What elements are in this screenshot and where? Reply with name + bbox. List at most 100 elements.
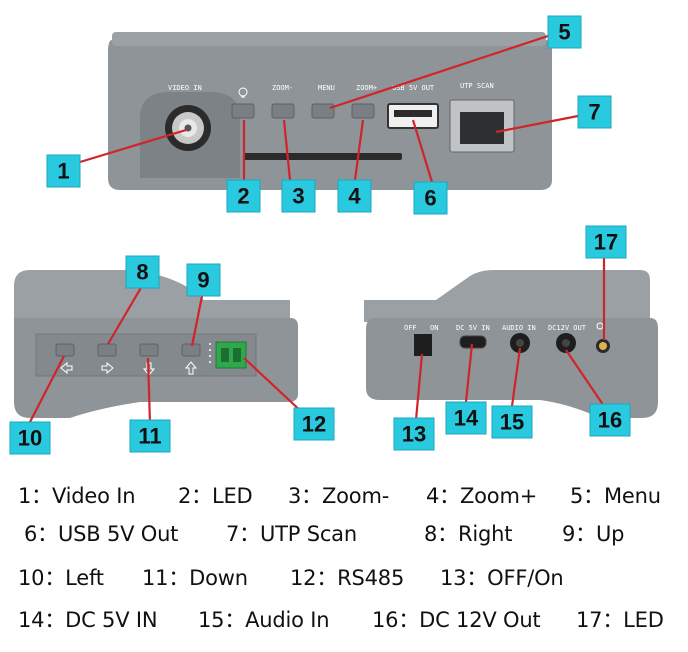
side-right-device-top xyxy=(364,270,650,322)
legend-row-1: 1：Video In 2：LED 3：Zoom- 4：Zoom+ 5：Menu xyxy=(0,480,688,520)
svg-text:13: 13 xyxy=(402,422,426,447)
top-device-top-ridge xyxy=(112,32,546,46)
led-icon xyxy=(238,87,248,98)
svg-text:9: 9 xyxy=(197,268,209,293)
label-audio-in: AUDIO IN xyxy=(502,324,536,332)
callout-line-5 xyxy=(329,34,549,110)
callout-line-14 xyxy=(464,343,474,403)
legend-item-14: 14：DC 5V IN xyxy=(18,608,158,632)
badge-3: 3 xyxy=(281,179,316,213)
dc-12v-out-jack-hole xyxy=(562,339,570,347)
legend-row-2: 6：USB 5V Out 7：UTP Scan 8：Right 9：Up xyxy=(0,518,688,558)
dc-5v-in-port[interactable] xyxy=(459,335,487,349)
badge-13: 13 xyxy=(393,417,435,451)
legend-item-3: 3：Zoom- xyxy=(288,484,390,508)
legend-row-4: 14：DC 5V IN 15：Audio In 16：DC 12V Out 17… xyxy=(0,604,688,644)
badge-17: 17 xyxy=(585,225,627,259)
svg-text:14: 14 xyxy=(454,406,479,431)
svg-text:8: 8 xyxy=(136,260,148,285)
label-off: OFF xyxy=(404,324,417,332)
badge-5: 5 xyxy=(547,15,582,49)
legend-item-17: 17：LED xyxy=(576,608,664,632)
svg-text:1: 1 xyxy=(57,159,69,184)
rs485-terminal-slot-b xyxy=(233,348,241,362)
zoom-plus-button[interactable] xyxy=(351,103,375,119)
badge-2: 2 xyxy=(226,179,261,213)
label-zoom-minus: ZOOM- xyxy=(272,84,293,92)
label-menu: MENU xyxy=(318,84,335,92)
svg-text:3: 3 xyxy=(292,184,304,209)
callout-line-12 xyxy=(243,357,305,415)
svg-text:16: 16 xyxy=(598,408,622,433)
badge-15: 15 xyxy=(491,405,533,439)
callout-line-8 xyxy=(107,285,143,345)
callout-line-9 xyxy=(190,295,204,347)
label-on: ON xyxy=(430,324,438,332)
callout-line-10 xyxy=(29,355,65,423)
rs485-terminal[interactable] xyxy=(215,341,247,369)
badge-4: 4 xyxy=(337,179,372,213)
led-button[interactable] xyxy=(231,103,255,119)
up-button[interactable] xyxy=(181,343,201,357)
side-device-view-left xyxy=(14,270,298,418)
badge-6: 6 xyxy=(413,181,448,215)
callout-line-7 xyxy=(495,114,579,134)
card-slot xyxy=(244,153,402,160)
badge-11: 11 xyxy=(129,419,171,453)
legend-item-11: 11：Down xyxy=(142,566,248,590)
side-right-device-body xyxy=(366,318,658,418)
arrow-up-icon xyxy=(184,361,198,375)
callout-line-1 xyxy=(79,128,187,164)
right-button[interactable] xyxy=(97,343,117,357)
legend-item-9: 9：Up xyxy=(562,522,625,546)
svg-text:17: 17 xyxy=(594,230,618,255)
badge-16: 16 xyxy=(589,403,631,437)
label-video-in: VIDEO IN xyxy=(168,84,202,92)
callout-line-3 xyxy=(282,119,292,181)
label-dc12v-out: DC12V OUT xyxy=(548,324,587,332)
audio-in-jack-hole xyxy=(516,339,524,347)
badge-14: 14 xyxy=(445,401,487,435)
label-usb-5v-out: USB 5V OUT xyxy=(392,84,435,92)
badge-9: 9 xyxy=(186,263,221,297)
zoom-minus-button[interactable] xyxy=(271,103,295,119)
callout-lines xyxy=(29,34,609,425)
label-dc-5v-in: DC 5V IN xyxy=(456,324,490,332)
side-device-view-right: OFF ON DC 5V IN AUDIO IN DC12V OUT xyxy=(364,270,658,418)
svg-text:15: 15 xyxy=(500,410,524,435)
legend: 1：Video In 2：LED 3：Zoom- 4：Zoom+ 5：Menu … xyxy=(0,472,688,652)
legend-item-5: 5：Menu xyxy=(570,484,661,508)
legend-item-12: 12：RS485 xyxy=(290,566,405,590)
legend-item-2: 2：LED xyxy=(178,484,253,508)
svg-text:7: 7 xyxy=(588,100,600,125)
rs485-terminal-slot-a xyxy=(221,348,229,362)
callout-line-6 xyxy=(411,119,434,183)
label-utp-scan: UTP SCAN xyxy=(460,82,494,90)
left-button[interactable] xyxy=(55,343,75,357)
side-led-lens xyxy=(599,342,607,350)
power-switch[interactable] xyxy=(414,334,432,356)
callout-line-15 xyxy=(510,347,522,407)
legend-item-7: 7：UTP Scan xyxy=(226,522,357,546)
legend-item-13: 13：OFF/On xyxy=(440,566,564,590)
usb-port-tongue xyxy=(394,110,432,117)
svg-text:11: 11 xyxy=(138,424,161,449)
callout-line-4 xyxy=(353,119,365,181)
arrow-right-icon xyxy=(101,361,114,375)
top-device-view: VIDEO IN ZOOM- MENU ZOOM+ USB 5V OUT UTP… xyxy=(108,32,552,190)
number-badges: 1 2 3 4 5 6 7 8 9 10 11 12 13 14 15 16 1… xyxy=(9,15,631,455)
label-zoom-plus: ZOOM+ xyxy=(356,84,377,92)
badge-7: 7 xyxy=(577,95,612,129)
menu-button[interactable] xyxy=(311,103,335,119)
video-in-bnc-pin xyxy=(184,124,192,132)
utp-scan-socket xyxy=(460,112,504,144)
svg-text:10: 10 xyxy=(18,426,42,451)
callout-line-11 xyxy=(146,357,152,425)
legend-item-4: 4：Zoom+ xyxy=(426,484,538,508)
legend-row-3: 10：Left 11：Down 12：RS485 13：OFF/On xyxy=(0,562,688,602)
legend-item-8: 8：Right xyxy=(424,522,513,546)
side-left-device-top xyxy=(14,270,290,322)
badge-8: 8 xyxy=(125,255,160,289)
down-button[interactable] xyxy=(139,343,159,357)
